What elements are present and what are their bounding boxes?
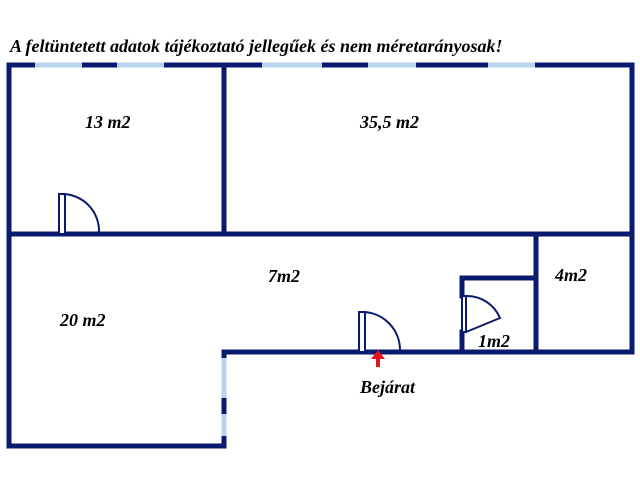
doors [58, 193, 502, 353]
room-labels: 13 m2 35,5 m2 7m2 20 m2 4m2 1m2 [59, 112, 587, 351]
room-label-1: 1m2 [478, 331, 510, 351]
entrance-marker: Bejárat [359, 350, 416, 397]
room-label-20: 20 m2 [59, 310, 106, 330]
room-label-35-5: 35,5 m2 [359, 112, 419, 132]
room-label-4: 4m2 [554, 265, 587, 285]
disclaimer-title: A feltüntetett adatok tájékoztató jelleg… [9, 36, 502, 56]
room-label-13: 13 m2 [85, 112, 131, 132]
entrance-label: Bejárat [359, 377, 416, 397]
up-arrow-icon [371, 350, 385, 367]
room-label-7: 7m2 [268, 266, 300, 286]
windows [35, 62, 535, 436]
